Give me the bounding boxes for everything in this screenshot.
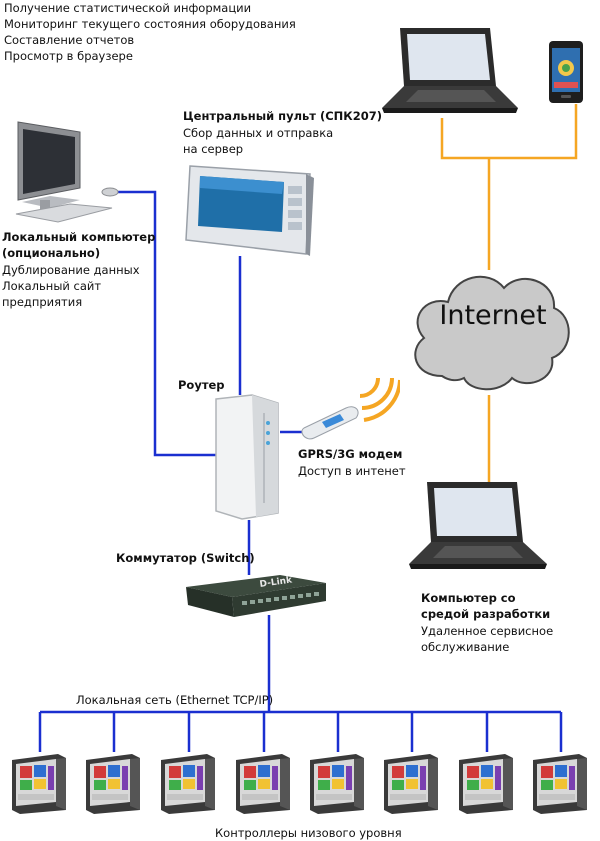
- local-computer-icon: [15, 121, 119, 223]
- local-pc-title: Локальный компьютер: [2, 230, 156, 244]
- controller-2: [86, 754, 140, 814]
- internet-cloud-icon: [414, 275, 570, 391]
- local-pc-desc-dup: Дублирование данных: [2, 263, 140, 277]
- modem-desc: Доступ в интенет: [298, 464, 406, 478]
- dev-laptop-icon: [409, 482, 547, 569]
- central-panel-icon: [185, 165, 314, 256]
- info-browser: Просмотр в браузере: [4, 49, 133, 63]
- lan-links: [38, 190, 563, 752]
- internet-label: Internet: [439, 300, 547, 331]
- switch-brand-text: D-Link: [259, 575, 294, 590]
- info-monitoring: Мониторинг текущего состояния оборудован…: [4, 17, 296, 31]
- modem-title: GPRS/3G модем: [298, 447, 403, 461]
- info-reports: Составление отчетов: [4, 33, 135, 47]
- info-statistics: Получение статистической информации: [4, 1, 252, 15]
- dev-pc-desc-1: Удаленное сервисное: [421, 624, 554, 638]
- controller-6: [384, 754, 438, 814]
- lan-label: Локальная сеть (Ethernet TCP/IP): [76, 693, 274, 707]
- switch-icon: D-Link: [186, 575, 326, 617]
- dev-pc-title: Компьютер со: [421, 591, 516, 605]
- controller-3: [161, 754, 215, 814]
- switch-label: Коммутатор (Switch): [116, 551, 255, 565]
- controller-1: [12, 754, 66, 814]
- gprs-modem-icon: [301, 377, 400, 440]
- local-pc-optional: (опционально): [2, 246, 101, 260]
- remote-laptop-icon: [382, 28, 518, 113]
- router-label: Роутер: [178, 378, 225, 392]
- local-pc-desc-site: Локальный сайт: [2, 279, 102, 293]
- central-panel-desc-2: на сервер: [183, 142, 244, 156]
- controller-7: [459, 754, 513, 814]
- controller-5: [310, 754, 364, 814]
- dev-pc-subtitle: средой разработки: [421, 607, 551, 621]
- router-icon: [215, 394, 279, 520]
- controller-4: [236, 754, 290, 814]
- controller-8: [533, 754, 587, 814]
- central-panel-title: Центральный пульт (СПК207): [183, 109, 382, 123]
- internet-links: [440, 104, 578, 482]
- central-panel-desc-1: Сбор данных и отправка: [183, 126, 334, 140]
- smartphone-icon: [549, 41, 583, 103]
- controllers-label: Контроллеры низового уровня: [215, 826, 402, 840]
- controllers-row: [12, 754, 587, 814]
- local-pc-desc-company: предприятия: [2, 295, 83, 309]
- dev-pc-desc-2: обслуживание: [421, 640, 510, 654]
